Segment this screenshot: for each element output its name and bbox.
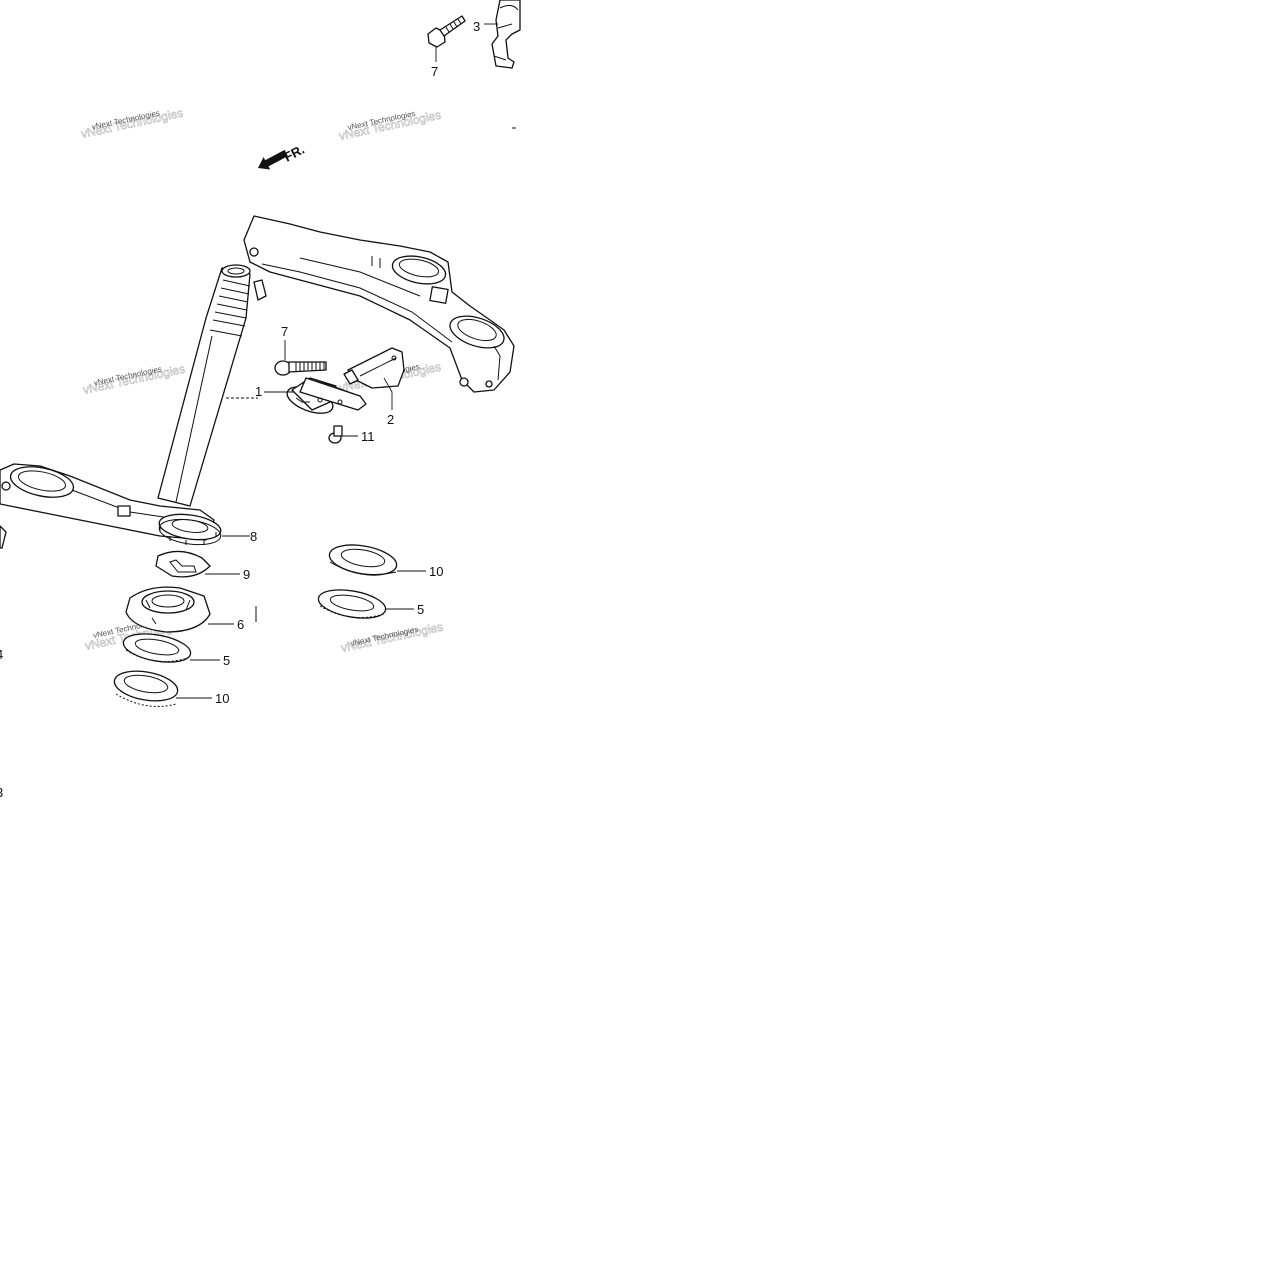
bolt-7-mid <box>274 360 327 376</box>
watermark: vNext Technologies vNext Technologies <box>337 107 442 143</box>
callout-4: 4 <box>0 647 3 662</box>
callout-5: 5 <box>223 653 230 668</box>
bolt-7-top <box>427 15 466 48</box>
watermark: vNext Technologies vNext Technologies <box>79 105 184 141</box>
callout-3: 3 <box>473 19 480 34</box>
callout-10: 10 <box>429 564 443 579</box>
callout-10: 10 <box>215 691 229 706</box>
callout-2: 2 <box>387 412 394 427</box>
part-3-top-assembly <box>491 0 521 69</box>
bolt-11 <box>328 425 343 444</box>
part-1-cable-guide <box>286 377 367 414</box>
callout-5: 5 <box>417 602 424 617</box>
part-2-bracket <box>343 347 405 389</box>
stem-threads <box>209 279 251 337</box>
callout-3: 3 <box>0 785 3 800</box>
upper-bracket <box>243 215 515 393</box>
front-direction-label: FR. <box>281 142 307 165</box>
part-5-bearing-right <box>317 589 387 619</box>
steering-stem <box>157 264 267 507</box>
callout-9: 9 <box>243 567 250 582</box>
leader-lines <box>176 23 498 699</box>
front-arrow-icon <box>258 149 288 170</box>
watermark: vNext Technologies vNext Technologies <box>81 361 186 397</box>
callout-11: 11 <box>361 429 375 444</box>
part-5-bearing-left <box>122 633 192 663</box>
callout-8: 8 <box>250 529 257 544</box>
edge-marks <box>255 127 516 622</box>
watermark: vNext Technologies vNext Technologies <box>339 619 444 655</box>
callout-1: 1 <box>255 384 262 399</box>
part-10-race-right <box>328 544 398 576</box>
callout-6: 6 <box>237 617 244 632</box>
part-6-adjusting-nut <box>125 586 211 633</box>
callout-7: 7 <box>281 324 288 339</box>
callout-7: 7 <box>431 64 438 79</box>
part-9-lock-washer <box>155 550 211 578</box>
part-8-stem-nut <box>158 513 222 546</box>
front-direction-marker: FR. <box>258 142 307 170</box>
callout-labels: 3 7 7 1 2 11 8 9 6 5 10 10 5 4 3 <box>0 19 480 800</box>
part-10-race-left <box>113 670 179 707</box>
